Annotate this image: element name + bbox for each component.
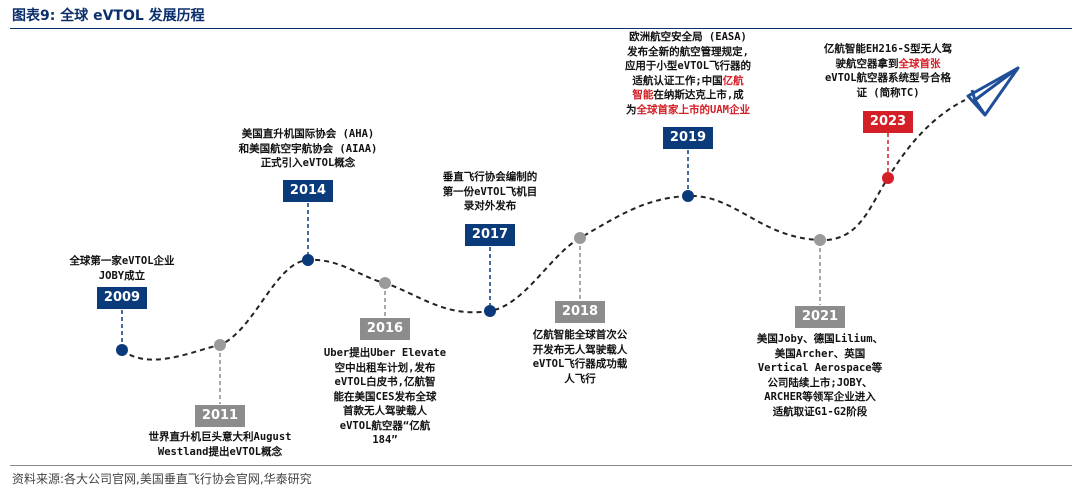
source-note: 资料来源:各大公司官网,美国垂直飞行协会官网,华泰研究 bbox=[12, 472, 312, 486]
text-line: eVTOL飞行器成功载 bbox=[532, 358, 628, 370]
milestone-2018-text: 亿航智能全球首次公 开发布无人驾驶载人 eVTOL飞行器成功载 人飞行 bbox=[515, 328, 645, 386]
year-badge-2021: 2021 bbox=[795, 306, 845, 328]
text-line: 发布全新的航空管理规定, bbox=[627, 45, 749, 58]
text-line: 应用于小型eVTOL飞行器的 bbox=[624, 60, 752, 72]
text-line: 正式引入eVTOL概念 bbox=[260, 157, 356, 169]
highlight-text: 智能 bbox=[632, 89, 654, 101]
text-line: 欧洲航空安全局 (EASA) bbox=[629, 31, 747, 43]
year-badge-2023: 2023 bbox=[863, 111, 913, 133]
year-badge-2014: 2014 bbox=[283, 180, 333, 202]
node-2009 bbox=[116, 344, 128, 356]
text-line: 垂直飞行协会编制的 bbox=[442, 171, 538, 183]
milestone-2016-text: Uber提出Uber Elevate 空中出租车计划,发布 eVTOL白皮书,亿… bbox=[312, 346, 458, 448]
highlight-text: 全球首张 bbox=[898, 57, 941, 70]
text-line: 证 (简称TC) bbox=[856, 86, 920, 99]
text-line: ARCHER等领军企业进入 bbox=[764, 391, 876, 403]
text-line: 录对外发布 bbox=[463, 200, 517, 212]
text-line: 智能在纳斯达克上市,成 bbox=[612, 88, 764, 103]
node-2019 bbox=[682, 190, 694, 202]
node-2023 bbox=[882, 172, 894, 184]
year-badge-2009: 2009 bbox=[97, 287, 147, 309]
paper-plane-icon bbox=[966, 66, 1020, 117]
year-badge-2016: 2016 bbox=[360, 318, 410, 340]
figure-title: 图表9: 全球 eVTOL 发展历程 bbox=[12, 8, 205, 24]
text-line: Westland提出eVTOL概念 bbox=[157, 445, 283, 458]
text-line: 适航取证G1-G2阶段 bbox=[772, 405, 868, 418]
node-2014 bbox=[302, 254, 314, 266]
text-line: 开发布无人驾驶载人 bbox=[532, 343, 628, 356]
text-line: JOBY成立 bbox=[98, 269, 146, 282]
milestone-2014-text: 美国直升机国际协会 (AHA) 和美国航空宇航协会 (AIAA) 正式引入eVT… bbox=[226, 127, 390, 171]
text-line: eVTOL白皮书,亿航智 bbox=[334, 376, 436, 388]
text-line: eVTOL航空器“亿航 bbox=[339, 419, 431, 432]
text-segment: 在纳斯达克上市,成 bbox=[653, 89, 744, 101]
highlight-text: 全球首家上市的UAM企业 bbox=[636, 103, 750, 116]
text-line: 美国Archer、英国 bbox=[774, 347, 866, 360]
text-segment: 驶航空器拿到 bbox=[835, 57, 899, 70]
timeline-curve bbox=[121, 99, 966, 361]
text-line: 美国Joby、德国Lilium、 bbox=[756, 333, 884, 345]
text-line: 首款无人驾驶载人 bbox=[343, 405, 427, 417]
text-line: 亿航智能EH216-S型无人驾 bbox=[823, 43, 953, 55]
milestone-2009-text: 全球第一家eVTOL企业 JOBY成立 bbox=[60, 254, 184, 283]
milestone-2011-text: 世界直升机巨头意大利August Westland提出eVTOL概念 bbox=[138, 430, 302, 459]
title-divider bbox=[10, 28, 1072, 29]
year-badge-2018: 2018 bbox=[555, 301, 605, 323]
milestone-2023-text: 亿航智能EH216-S型无人驾 驶航空器拿到全球首张 eVTOL航空器系统型号合… bbox=[812, 42, 964, 100]
node-2016 bbox=[379, 277, 391, 289]
node-2018 bbox=[574, 232, 586, 244]
text-line: 驶航空器拿到全球首张 bbox=[812, 57, 964, 72]
text-line: 公司陆续上市;JOBY、 bbox=[767, 376, 873, 389]
text-line: 空中出租车计划,发布 bbox=[334, 361, 436, 374]
year-badge-2017: 2017 bbox=[465, 224, 515, 246]
text-line: 适航认证工作;中国亿航 bbox=[612, 74, 764, 89]
text-line: 184” bbox=[372, 434, 398, 446]
milestone-2017-text: 垂直飞行协会编制的 第一份eVTOL飞机目 录对外发布 bbox=[430, 170, 550, 214]
text-line: eVTOL航空器系统型号合格 bbox=[824, 72, 952, 84]
text-segment: 适航认证工作;中国 bbox=[632, 74, 723, 87]
text-line: 全球第一家eVTOL企业 bbox=[69, 255, 175, 267]
milestone-2019-text: 欧洲航空安全局 (EASA) 发布全新的航空管理规定, 应用于小型eVTOL飞行… bbox=[612, 30, 764, 117]
text-line: 世界直升机巨头意大利August bbox=[148, 431, 292, 443]
year-badge-2011: 2011 bbox=[195, 405, 245, 427]
text-line: 美国直升机国际协会 (AHA) bbox=[241, 128, 375, 140]
node-2021 bbox=[814, 234, 826, 246]
text-line: Vertical Aerospace等 bbox=[757, 362, 883, 374]
highlight-text: 亿航 bbox=[722, 74, 744, 87]
text-line: 第一份eVTOL飞机目 bbox=[442, 185, 538, 198]
node-2011 bbox=[214, 339, 226, 351]
text-line: Uber提出Uber Elevate bbox=[323, 347, 447, 359]
milestone-2021-text: 美国Joby、德国Lilium、 美国Archer、英国 Vertical Ae… bbox=[750, 332, 890, 419]
node-2017 bbox=[484, 305, 496, 317]
text-line: 为全球首家上市的UAM企业 bbox=[612, 103, 764, 118]
source-divider bbox=[10, 465, 1072, 466]
text-segment: 为 bbox=[626, 103, 637, 116]
text-line: 和美国航空宇航协会 (AIAA) bbox=[238, 142, 378, 155]
text-line: 人飞行 bbox=[564, 372, 596, 385]
year-badge-2019: 2019 bbox=[663, 127, 713, 149]
text-line: 能在美国CES发布全球 bbox=[333, 390, 437, 403]
text-line: 亿航智能全球首次公 bbox=[532, 329, 628, 341]
